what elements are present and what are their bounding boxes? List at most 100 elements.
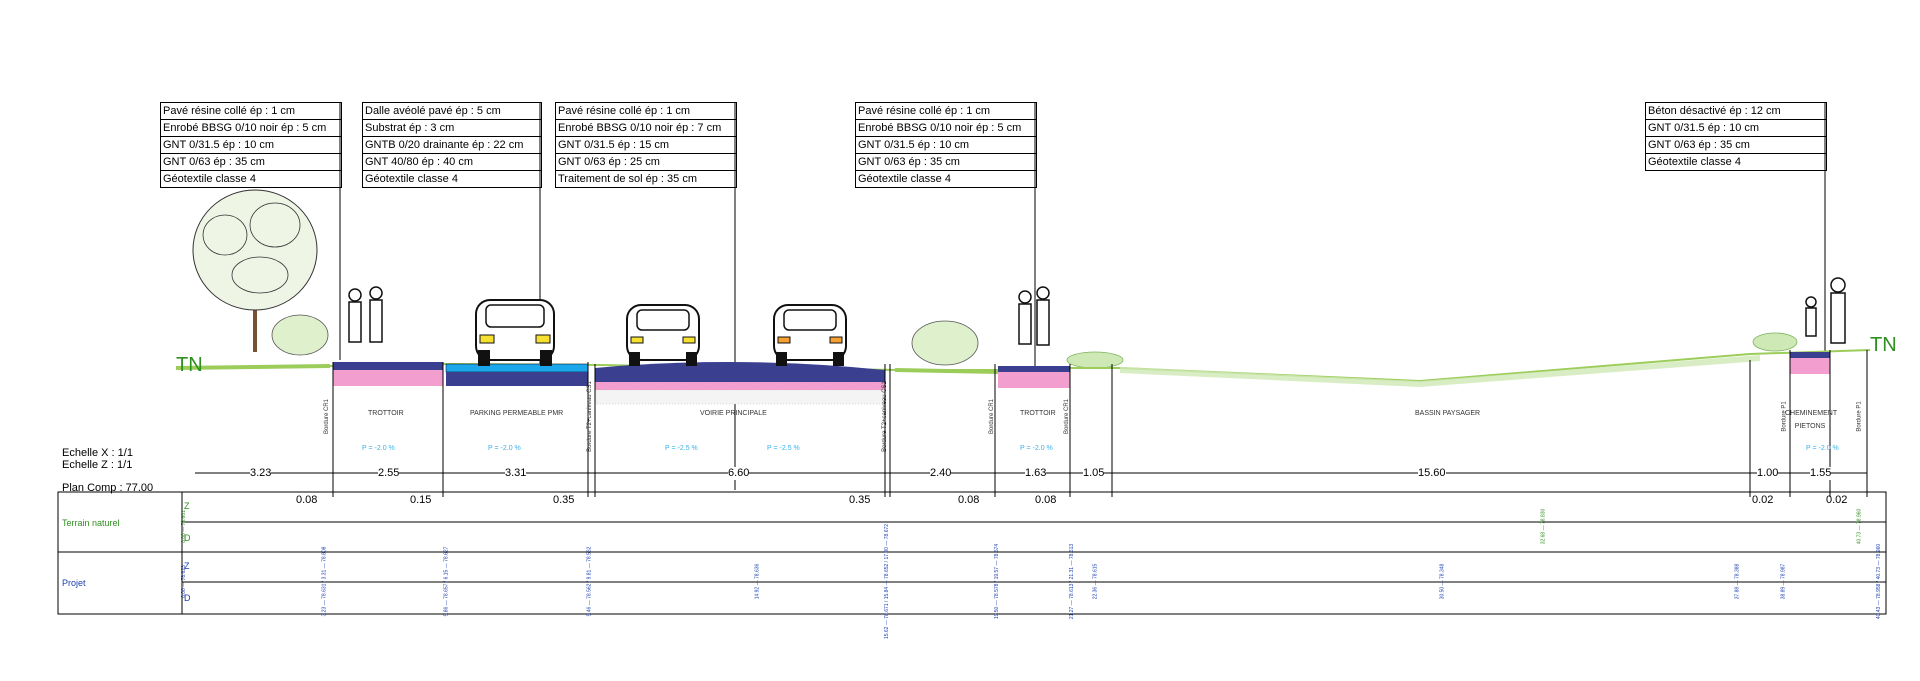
layer-parking [446,372,588,386]
layer-voirie [595,361,885,382]
dim-small: 0.15 [410,494,432,506]
proj-value: 30.50 — 78.348 [1439,563,1446,600]
zone-label: TROTTOIR [368,410,404,417]
bordure-label: Bordure P1 [1856,401,1863,432]
car-illustration [475,299,555,366]
dim-main: 3.31 [505,467,527,480]
dim-main: 15.60 [1418,467,1446,480]
dim-main: 1.00 [1757,467,1779,480]
proj-value: 22.36 — 78.615 [1092,563,1099,600]
legend-row: Enrobé BBSG 0/10 noir ép : 5 cm [856,120,1036,137]
legend-row: Traitement de sol ép : 35 cm [556,171,736,188]
legend-row: Pavé résine collé ép : 1 cm [161,103,341,120]
legend-row: GNT 0/31.5 ép : 10 cm [1646,120,1826,137]
bordure-label: Bordure CR1 [324,398,331,435]
layer-voirie [595,382,885,390]
layer-trottoir [333,362,443,370]
plan-comp: Plan Comp : 77.00 [62,482,154,494]
tree-illustration [192,189,329,356]
tn-label-right: TN [1870,334,1897,356]
bordure-label: Bordure P1 [1781,401,1788,432]
bordure-label: Bordure T2+caniveau CS1 [881,381,888,452]
bush-illustration [911,320,979,366]
zone-label: TROTTOIR [1020,410,1056,417]
table-row-title: Terrain naturel [62,518,120,528]
legend-row: GNTB 0/20 drainante ép : 22 cm [363,137,541,154]
legend-row: Pavé résine collé ép : 1 cm [856,103,1036,120]
zone-label: PARKING PERMEABLE PMR [470,410,564,417]
proj-value: 5.86 — 78.657 / 6.15 — 78.627 [443,546,450,617]
layer-trottoir [333,370,443,386]
proj-value: 0.00 — 78.623 [180,565,187,598]
proj-value: 14.92 — 78.636 [754,563,761,600]
dim-main: 1.63 [1025,467,1047,480]
table-z-label: Z [184,501,190,511]
layer-trottoir-2 [998,366,1070,372]
car-illustration [626,304,700,366]
slope-label: P = -2.0 % [1020,445,1053,452]
legend-row: Dalle avéolé pavé ép : 5 cm [363,103,541,120]
table-z-label: Z [184,561,190,571]
proj-value: 19.50 — 78.578 / 19.57 — 78.574 [994,543,1001,620]
legend-row: GNT 0/31.5 ép : 10 cm [856,137,1036,154]
legend-box-5: Béton désactivé ép : 12 cm GNT 0/31.5 ép… [1645,102,1827,171]
legend-row: Substrat ép : 3 cm [363,120,541,137]
dim-main: 1.05 [1083,467,1105,480]
bush-illustration [1066,351,1124,369]
slope-label: P = -2.0 % [1806,445,1839,452]
legend-row: Géotextile classe 4 [363,171,541,188]
scale-x: Echelle X : 1/1 [62,447,133,459]
legend-row: GNT 0/31.5 ép : 10 cm [161,137,341,154]
legend-box-3: Pavé résine collé ép : 1 cm Enrobé BBSG … [555,102,737,188]
dim-main: 1.55 [1810,467,1832,480]
dim-small: 0.02 [1826,494,1848,506]
dim-main: 2.40 [930,467,952,480]
proj-value: 21.27 — 78.613 / 21.31 — 78.613 [1069,543,1076,620]
legend-row: GNT 0/63 ép : 35 cm [856,154,1036,171]
slope-label: P = -2.0 % [488,445,521,452]
dim-main: 6.60 [728,467,750,480]
layer-parking [445,363,589,373]
zone-label: CHEMINEMENT PIETONS [1785,410,1838,430]
legend-row: GNT 0/63 ép : 25 cm [556,154,736,171]
proj-value: 9.46 — 78.562 / 9.81 — 78.562 [586,546,593,617]
legend-row: GNT 40/80 ép : 40 cm [363,154,541,171]
layer-trottoir-2 [998,372,1070,388]
dim-small: 0.08 [296,494,318,506]
dim-small: 0.35 [849,494,871,506]
pedestrians-illustration [348,277,1846,346]
legend-box-2: Dalle avéolé pavé ép : 5 cm Substrat ép … [362,102,542,188]
scale-z: Echelle Z : 1/1 [62,459,133,471]
legend-row: Béton désactivé ép : 12 cm [1646,103,1826,120]
proj-value: 37.88 — 78.388 [1734,563,1741,600]
dim-small: 0.35 [553,494,575,506]
legend-row: GNT 0/31.5 ép : 15 cm [556,137,736,154]
legend-row: GNT 0/63 ép : 35 cm [161,154,341,171]
zone-label: VOIRIE PRINCIPALE [700,410,767,417]
layer-voirie-stone [594,389,886,405]
layer-cheminement [1790,358,1830,374]
legend-row: GNT 0/63 ép : 35 cm [1646,137,1826,154]
tn-value: 0.00 — 78.601 [180,510,187,543]
profile-table [57,491,1887,615]
bordure-label: Bordure T2+caniveau CS1 [586,381,593,452]
dim-main: 2.55 [378,467,400,480]
tn-value: 32.68 — 78.830 [1540,508,1547,545]
proj-value: 40.43 — 78.958 / 40.73 — 78.960 [1876,543,1883,620]
proj-value: 3.23 — 78.631 / 3.31 — 78.808 [321,546,328,617]
slope-label: P = -2.5 % [767,445,800,452]
legend-row: Géotextile classe 4 [1646,154,1826,171]
tn-label-left: TN [176,354,203,376]
bordure-label: Bordure CR1 [989,398,996,435]
legend-row: Enrobé BBSG 0/10 noir ép : 5 cm [161,120,341,137]
table-d-label: D [184,593,191,603]
car-illustration [773,304,847,366]
proj-value: 15.62 — 78.671 / 15.84 — 78.652 / 17.00 … [884,523,891,640]
legend-row: Géotextile classe 4 [856,171,1036,188]
legend-row: Pavé résine collé ép : 1 cm [556,103,736,120]
slope-label: P = -2.5 % [665,445,698,452]
slope-label: P = -2.0 % [362,445,395,452]
zone-label: BASSIN PAYSAGER [1415,410,1481,417]
